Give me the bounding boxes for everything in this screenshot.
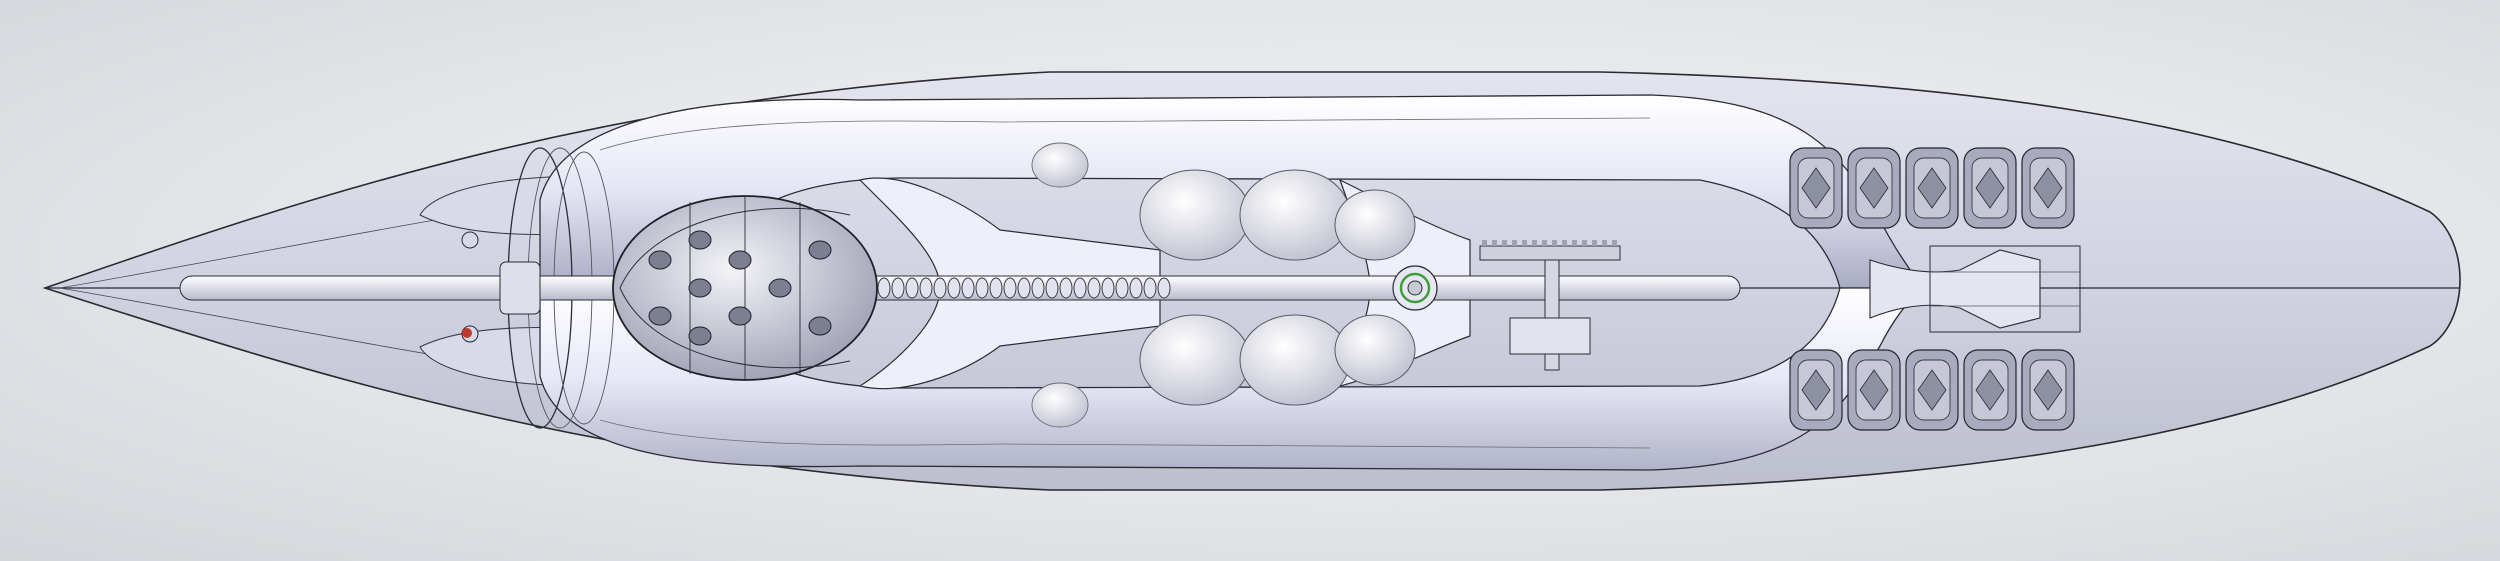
- gear-wheel[interactable]: [462, 240, 1621, 371]
- pod-port: [728, 250, 752, 270]
- engine-vane: [1801, 369, 1831, 411]
- coil-ring: [961, 277, 975, 299]
- ring-hub[interactable]: [1392, 265, 1438, 311]
- coil-ring: [1143, 277, 1157, 299]
- gear-tooth: [1492, 240, 1497, 246]
- gear-tooth: [1592, 240, 1597, 246]
- coil-ring: [1073, 277, 1087, 299]
- pod-port: [728, 306, 752, 326]
- pod-port: [648, 250, 672, 270]
- coil-ring: [1087, 277, 1101, 299]
- coil-ring: [877, 277, 891, 299]
- engine-vane: [1801, 167, 1831, 209]
- coil-ring: [975, 277, 989, 299]
- coil-ring: [1157, 277, 1171, 299]
- coil-ring: [1101, 277, 1115, 299]
- gear-tooth: [1582, 240, 1587, 246]
- pod-port: [808, 316, 832, 336]
- gear-tooth: [1562, 240, 1567, 246]
- gear-tooth: [1502, 240, 1507, 246]
- pod-port: [688, 230, 712, 250]
- coil-ring: [1045, 277, 1059, 299]
- ballast-tanks[interactable]: [1031, 142, 1416, 428]
- coil-ring: [989, 277, 1003, 299]
- gear-tooth: [1522, 240, 1527, 246]
- engine-vane: [1975, 167, 2005, 209]
- cage-pod[interactable]: [612, 195, 878, 381]
- pod-port: [808, 240, 832, 260]
- engine-vane: [1859, 369, 1889, 411]
- coil-ring: [1115, 277, 1129, 299]
- gear-tooth: [1482, 240, 1487, 246]
- coil-ring: [1003, 277, 1017, 299]
- coil-ring: [1031, 277, 1045, 299]
- coil-ring: [947, 277, 961, 299]
- coil-ring: [933, 277, 947, 299]
- gear-tooth: [1532, 240, 1537, 246]
- pod-port: [648, 306, 672, 326]
- coil-ring: [905, 277, 919, 299]
- pod-port: [768, 278, 792, 298]
- gear-tooth: [1512, 240, 1517, 246]
- engine-vane: [1917, 369, 1947, 411]
- gear-tooth: [1552, 240, 1557, 246]
- gear-tooth: [1612, 240, 1617, 246]
- engine-vane: [1975, 369, 2005, 411]
- coil-ring: [1059, 277, 1073, 299]
- coil-ring: [891, 277, 905, 299]
- gear-tooth: [1602, 240, 1607, 246]
- engine-vane: [2033, 369, 2063, 411]
- gear-tooth: [1542, 240, 1547, 246]
- coil-ring: [1017, 277, 1031, 299]
- pod-port: [688, 326, 712, 346]
- engine-cluster-lower[interactable]: [1789, 349, 2075, 431]
- tail-block[interactable]: [1869, 245, 2081, 333]
- coil-ring: [919, 277, 933, 299]
- engine-vane: [1917, 167, 1947, 209]
- coil-ring: [1129, 277, 1143, 299]
- pod-port: [688, 278, 712, 298]
- engine-vane: [2033, 167, 2063, 209]
- engine-vane: [1859, 167, 1889, 209]
- engine-cluster-upper[interactable]: [1789, 147, 2075, 229]
- gear-tooth: [1572, 240, 1577, 246]
- coil-chain[interactable]: [863, 277, 1171, 299]
- tubular-frame[interactable]: [507, 94, 1921, 471]
